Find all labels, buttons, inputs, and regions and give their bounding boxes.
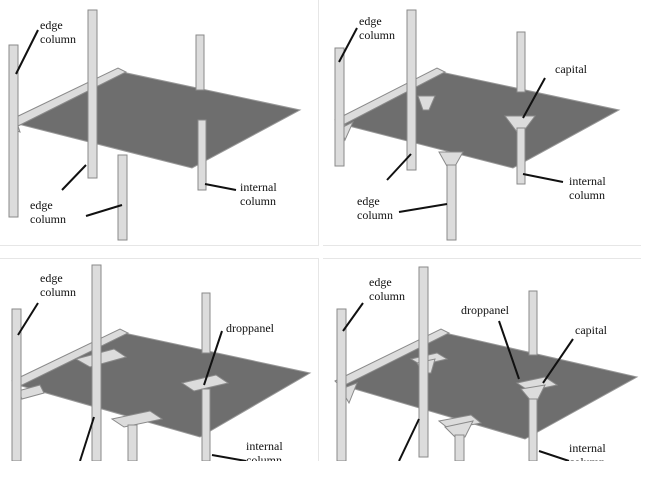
leader-line bbox=[542, 338, 574, 384]
slab-capitals-drawing bbox=[334, 9, 621, 241]
edge-column bbox=[8, 44, 19, 218]
edge-column bbox=[418, 266, 429, 458]
leader-line bbox=[85, 204, 123, 217]
edge-column bbox=[446, 164, 457, 241]
slab bbox=[16, 332, 312, 438]
label-drop-panel: droppanel bbox=[226, 321, 274, 335]
edge-column bbox=[336, 308, 347, 461]
leader-line bbox=[522, 77, 546, 119]
label-capital: capital bbox=[575, 323, 607, 337]
edge-column bbox=[117, 154, 128, 241]
internal-column bbox=[528, 398, 538, 461]
leader-line bbox=[204, 183, 237, 191]
label-drop-panel: droppanel bbox=[461, 303, 509, 317]
leader-line bbox=[398, 203, 448, 213]
label-capital: capital bbox=[555, 62, 587, 76]
slab bbox=[339, 332, 639, 440]
capital bbox=[417, 95, 436, 111]
leader-line bbox=[338, 27, 358, 63]
slab-drop-panels-capitals-drawing bbox=[334, 266, 639, 461]
internal-column bbox=[201, 292, 211, 354]
slab-drop-panels-drawing bbox=[11, 264, 312, 461]
leader-line bbox=[522, 173, 564, 183]
internal-column bbox=[528, 290, 538, 356]
internal-column bbox=[201, 388, 211, 461]
edge-column bbox=[406, 9, 417, 171]
flat-slab-drawing bbox=[8, 9, 302, 241]
internal-column bbox=[516, 31, 526, 93]
leader-line bbox=[203, 330, 223, 386]
edge-column bbox=[91, 264, 102, 461]
leader-line bbox=[79, 416, 95, 461]
slab bbox=[16, 71, 302, 169]
leader-line bbox=[15, 29, 39, 75]
internal-column bbox=[516, 127, 526, 185]
leader-line bbox=[498, 320, 520, 380]
internal-column bbox=[197, 119, 207, 191]
drop-panel bbox=[17, 384, 45, 400]
leader-line bbox=[61, 164, 87, 191]
edge-column bbox=[11, 308, 22, 461]
leader-line bbox=[342, 302, 364, 332]
leader-line bbox=[538, 450, 570, 461]
edge-column bbox=[334, 47, 345, 167]
leader-line bbox=[211, 454, 247, 461]
leader-line bbox=[386, 153, 412, 181]
slab bbox=[339, 71, 621, 169]
edge-column bbox=[87, 9, 98, 179]
edge-column bbox=[454, 434, 465, 461]
drop-panel bbox=[437, 414, 483, 430]
capital bbox=[443, 420, 474, 438]
drop-panel bbox=[110, 410, 164, 428]
leader-line bbox=[17, 302, 39, 336]
leader-line bbox=[398, 418, 420, 461]
internal-column bbox=[195, 34, 205, 91]
edge-column bbox=[127, 424, 138, 461]
